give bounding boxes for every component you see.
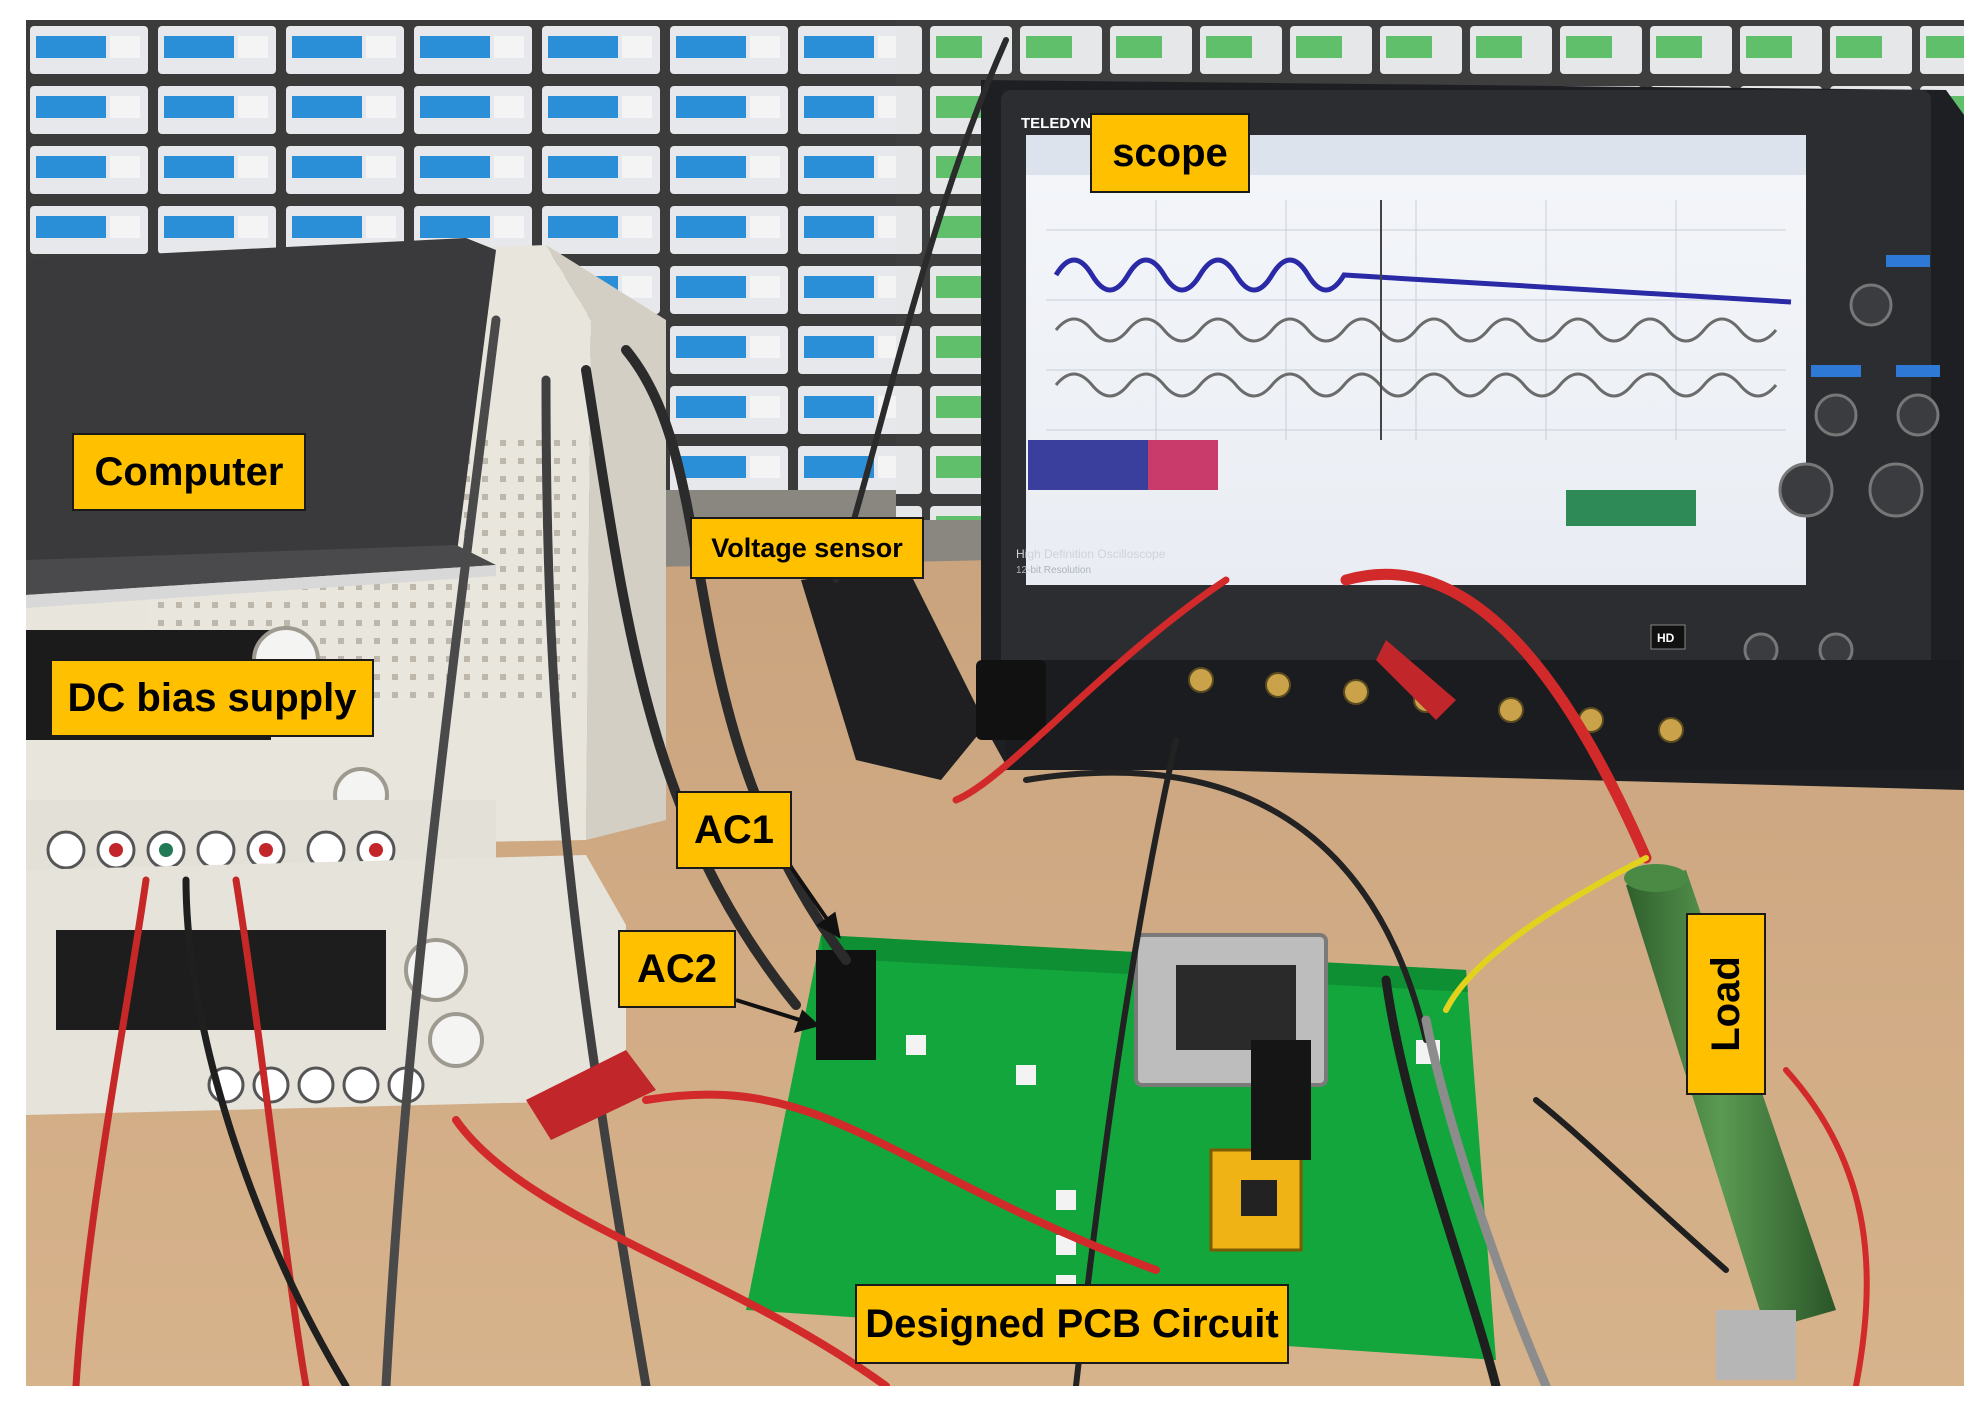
pcb-board [746, 933, 1496, 1360]
scope-buttons [1811, 255, 1940, 377]
lab-setup-photo: TELEDYNE LE High Definition Oscilloscope… [26, 20, 1964, 1386]
trace-2 [1054, 317, 1778, 343]
label-dc-bias-supply: DC bias supply [50, 659, 374, 737]
label-voltage-sensor: Voltage sensor [690, 517, 924, 579]
trace-1 [1053, 257, 1792, 305]
scope-model-text: High Definition Oscilloscope [1016, 547, 1166, 561]
label-scope: scope [1090, 113, 1250, 193]
label-ac1: AC1 [676, 791, 792, 869]
scope-knobs [1743, 283, 1940, 668]
hd-badge: HD [1657, 631, 1675, 645]
pcb-components [906, 1035, 1440, 1295]
label-designed-pcb-circuit: Designed PCB Circuit [855, 1284, 1289, 1364]
oscilloscope: TELEDYNE LE High Definition Oscilloscope… [981, 80, 1964, 790]
trace-3 [1054, 372, 1778, 398]
load-resistor [1624, 864, 1836, 1380]
probe-clip-red-2 [1376, 640, 1456, 720]
annotation-arrows [735, 858, 841, 1033]
cables [72, 37, 1870, 1386]
label-computer: Computer [72, 433, 306, 511]
label-ac2: AC2 [618, 930, 736, 1008]
laptop-computer [26, 238, 496, 608]
voltage-sensor [801, 565, 986, 780]
probe-adapter [976, 660, 1046, 740]
scope-resolution-text: 12-bit Resolution [1016, 565, 1091, 576]
probe-clip-red [526, 1050, 656, 1140]
label-load-text: Load [1704, 956, 1749, 1052]
label-load: Load [1686, 913, 1766, 1095]
